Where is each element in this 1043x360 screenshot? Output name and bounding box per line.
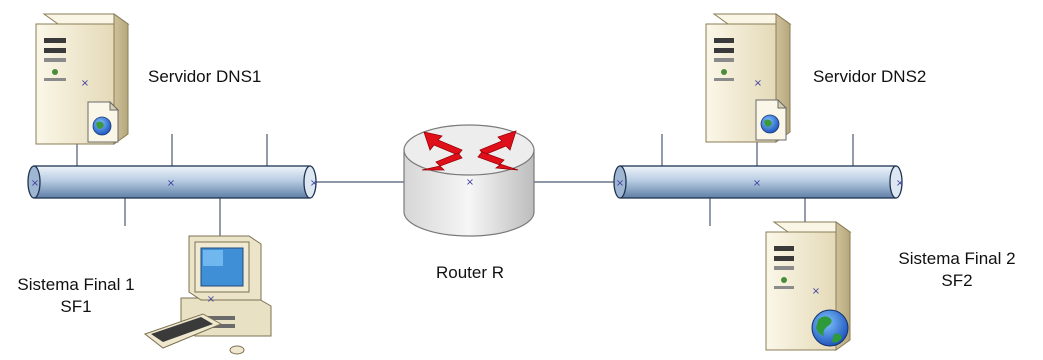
svg-text:×: × bbox=[753, 178, 761, 189]
dns2-server-icon: × bbox=[705, 13, 792, 143]
svg-text:×: × bbox=[31, 178, 39, 189]
dns-document-icon bbox=[755, 98, 788, 141]
dns1-server-icon: × bbox=[35, 13, 130, 145]
router-label: Router R bbox=[435, 263, 505, 282]
svg-text:×: × bbox=[616, 178, 624, 189]
svg-text:×: × bbox=[754, 78, 762, 89]
svg-text:×: × bbox=[81, 78, 89, 89]
svg-text:×: × bbox=[207, 294, 215, 305]
svg-text:×: × bbox=[310, 178, 318, 189]
sf1-label-line1: Sistema Final 1 bbox=[17, 275, 135, 294]
dns-document-icon bbox=[87, 100, 120, 143]
svg-text:×: × bbox=[466, 177, 474, 188]
sf2-server-icon: × bbox=[765, 221, 852, 351]
dns1-label: Servidor DNS1 bbox=[148, 67, 262, 86]
sf1-desktop-computer-icon: × bbox=[143, 235, 272, 355]
sf2-label: Sistema Final 2 SF2 bbox=[882, 248, 1032, 292]
sf2-label-line2: SF2 bbox=[941, 271, 973, 290]
dns2-label: Servidor DNS2 bbox=[813, 67, 927, 86]
sf2-label-line1: Sistema Final 2 bbox=[898, 249, 1016, 268]
svg-text:×: × bbox=[812, 286, 820, 297]
right-network-bus: × × × bbox=[613, 165, 904, 199]
router-icon: × bbox=[403, 124, 535, 237]
svg-text:×: × bbox=[167, 178, 175, 189]
svg-text:×: × bbox=[896, 178, 904, 189]
globe-icon bbox=[811, 309, 849, 347]
sf1-label-line2: SF1 bbox=[60, 297, 92, 316]
left-network-bus: × × × bbox=[27, 165, 318, 199]
sf1-label: Sistema Final 1 SF1 bbox=[2, 274, 150, 318]
